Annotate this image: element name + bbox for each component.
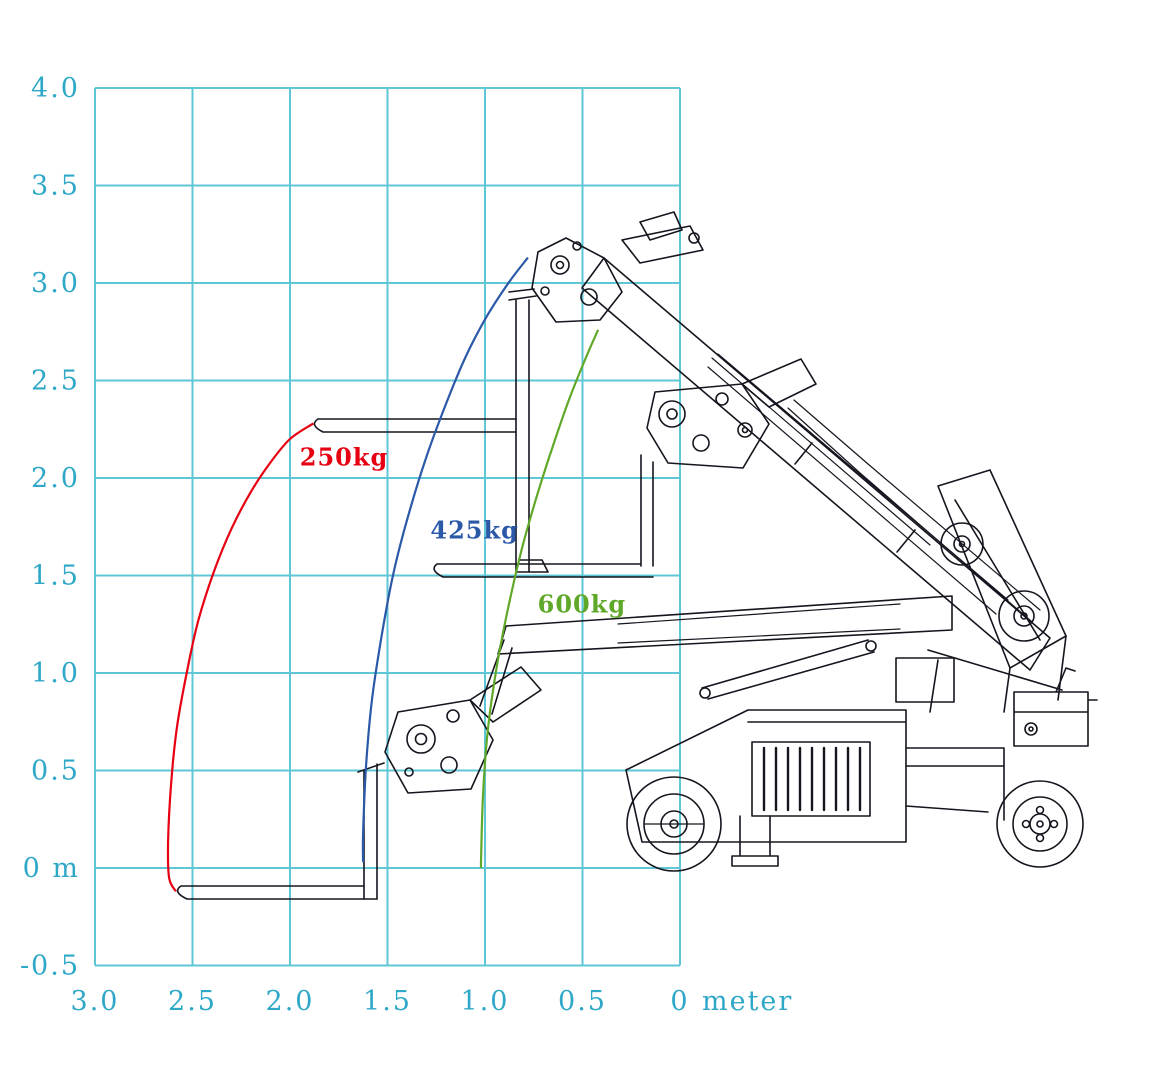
mid-carriage-bolt (715, 392, 729, 406)
top-fork-horizontal-tine (313, 418, 517, 433)
curve-label-425kg: 425kg (430, 515, 519, 544)
boom-lowered (497, 595, 953, 655)
control-box (1013, 667, 1098, 747)
grid-layer: 4.0 3.5 3.0 2.5 2.0 1.5 1.0 0.5 0 m -0.5 3.0 2.5 2.0… (20, 73, 793, 1017)
turret-base-links (927, 635, 1067, 713)
top-carriage-pivot-center (555, 260, 565, 270)
low-carriage-pivot (406, 724, 436, 754)
boom-lowered-inner-rails (617, 603, 901, 644)
x-tick-label: 3.0 (71, 986, 120, 1017)
curve-layer: 250kg 425kg 600kg (166, 256, 627, 892)
turret-upper-pivot (940, 522, 984, 566)
chassis-body (625, 709, 907, 843)
x-tick-label: 0.5 (558, 986, 607, 1017)
boom-section-joints (794, 442, 916, 553)
rear-wheel-bolt (1035, 833, 1045, 843)
top-carriage-bolt (540, 286, 550, 296)
rear-wheel-hub (1029, 813, 1051, 835)
x-tick-label: 1.5 (363, 986, 412, 1017)
boom-lift-cylinder (787, 399, 1041, 622)
curve-label-600kg: 600kg (538, 590, 627, 619)
counterweight-box (895, 657, 955, 703)
rear-wheel-bolt (1021, 819, 1031, 829)
turret-upper-pivot-center (958, 540, 966, 548)
capacity-curve-250kg (166, 422, 315, 892)
rear-wheel-rim (1012, 796, 1068, 852)
turret-lower-pivot (998, 590, 1050, 642)
y-tick-label: 3.5 (31, 171, 80, 202)
low-carriage-plate (384, 699, 494, 794)
y-tick-label: 0 m (23, 853, 80, 884)
turret-lower-pivot (1013, 605, 1035, 627)
low-carriage-bolt (446, 709, 460, 723)
y-tick-label: 0.5 (31, 756, 80, 787)
boom-raised (581, 257, 1051, 671)
mid-carriage-bolt (692, 434, 710, 452)
top-carriage-plate (531, 237, 623, 323)
low-link-plate (469, 666, 542, 723)
mid-carriage-pivot-center (666, 408, 678, 420)
x-axis-unit-label: meter (702, 986, 793, 1017)
low-fork-tine (176, 885, 378, 900)
low-carriage-bolt (440, 756, 458, 774)
y-tick-label: 4.0 (31, 73, 80, 104)
rear-wheel-tire (996, 780, 1084, 868)
turret-upper-pivot (953, 535, 971, 553)
top-link-plates (621, 211, 704, 264)
y-tick-label: 3.0 (31, 268, 80, 299)
control-knob (1024, 722, 1038, 736)
mid-carriage-bolt (737, 422, 753, 438)
rear-wheel-bolt (1035, 805, 1045, 815)
rear-wheel-bolt (1049, 819, 1059, 829)
x-tick-label: 2.0 (266, 986, 315, 1017)
x-tick-label: 2.5 (168, 986, 217, 1017)
mid-carriage-pivot (658, 400, 686, 428)
turret-mast (937, 469, 1067, 669)
engine-vent-frame (751, 741, 871, 817)
engine-vent-slats (762, 746, 862, 812)
low-fork-shank (357, 762, 385, 900)
low-carriage-bolt (404, 767, 414, 777)
y-tick-label: 2.5 (31, 366, 80, 397)
front-wheel-rim (643, 793, 705, 855)
y-tick-label: 1.5 (31, 561, 80, 592)
machine-illustration (176, 211, 1098, 900)
front-support-leg (731, 815, 779, 867)
x-tick-label: 0 (670, 986, 689, 1017)
curve-label-250kg: 250kg (300, 442, 389, 471)
support-link-pin (865, 640, 877, 652)
top-fork-vertical-tine (508, 288, 549, 573)
mid-carriage-bolt-center (741, 426, 749, 434)
rear-frame (905, 747, 1005, 821)
top-carriage-bolt (572, 241, 582, 251)
rear-wheel-hub-center (1036, 820, 1044, 828)
mid-fork (433, 454, 654, 578)
support-link-pin (699, 687, 711, 699)
y-tick-label: 2.0 (31, 463, 80, 494)
capacity-curve-425kg (361, 256, 529, 863)
top-carriage-pivot (550, 255, 570, 275)
top-link-pin (688, 232, 700, 244)
low-carriage-pivot-center (414, 732, 428, 746)
y-tick-label: -0.5 (20, 951, 80, 982)
top-carriage-bolt (580, 288, 598, 306)
control-knob-center (1028, 726, 1034, 732)
mid-link-plate (741, 358, 817, 408)
turret-lower-pivot-center (1020, 612, 1028, 620)
x-tick-label: 1.0 (461, 986, 510, 1017)
capacity-curve-600kg (479, 329, 600, 869)
y-tick-label: 1.0 (31, 658, 80, 689)
boom-lowered-support-link (701, 639, 875, 700)
front-wheel-tire (626, 776, 722, 872)
